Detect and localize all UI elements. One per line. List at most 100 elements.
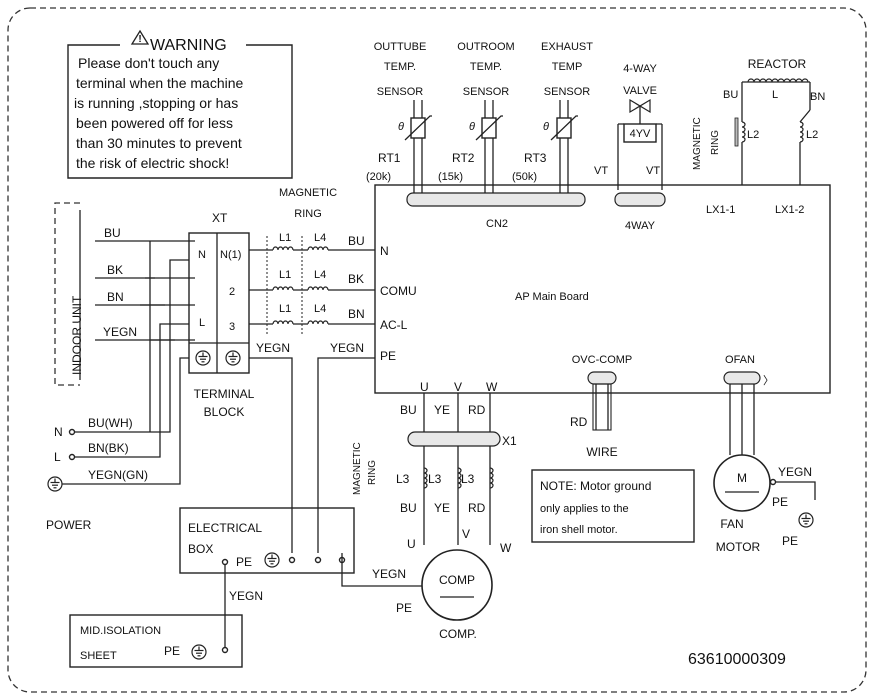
indoor-unit-label: INDOOR UNIT [70, 295, 84, 375]
outroom-sensor-label: OUTROOM TEMP. SENSOR [457, 41, 514, 98]
svg-text:L1: L1 [279, 303, 291, 315]
svg-text:MID.ISOLATION: MID.ISOLATION [80, 625, 161, 637]
indoor-unit: INDOOR UNIT BU BK BN YEGN [54, 202, 195, 386]
svg-text:PE: PE [164, 644, 180, 658]
warning-title: WARNING [150, 37, 227, 54]
svg-text:SENSOR: SENSOR [377, 86, 424, 98]
svg-text:M: M [737, 471, 747, 485]
note-box: NOTE: Motor ground only applies to the i… [531, 469, 695, 543]
pe-wire-label: YEGN [330, 341, 364, 355]
svg-text:V: V [454, 380, 462, 394]
svg-text:θ: θ [543, 121, 549, 133]
svg-text:BN(BK): BN(BK) [88, 441, 129, 455]
diagram-border [7, 7, 867, 693]
four-way-valve: 4-WAY VALVE 4YV VT VT 4WAY [594, 63, 666, 232]
warning-line-6: the risk of electric shock! [76, 155, 229, 171]
svg-text:FAN: FAN [720, 517, 743, 531]
svg-text:L2: L2 [747, 129, 759, 141]
svg-text:MAGNETIC: MAGNETIC [692, 117, 703, 170]
svg-text:PE: PE [236, 555, 252, 569]
svg-text:θ: θ [398, 121, 404, 133]
svg-text:COMP.: COMP. [439, 627, 477, 641]
svg-text:RT3: RT3 [524, 151, 547, 165]
warning-line-3: is running ,stopping or has [74, 95, 238, 111]
cn2-connector [406, 192, 586, 207]
svg-text:BK: BK [107, 263, 123, 277]
svg-text:BU: BU [104, 226, 121, 240]
svg-text:L: L [772, 89, 778, 101]
svg-text:YE: YE [434, 403, 450, 417]
svg-text:W: W [486, 380, 498, 394]
mid-isolation-sheet: MID.ISOLATION SHEET PE [69, 614, 243, 668]
svg-text:SENSOR: SENSOR [544, 86, 591, 98]
svg-text:PE: PE [782, 534, 798, 548]
svg-text:L1: L1 [279, 232, 291, 244]
svg-text:N: N [198, 249, 206, 261]
svg-text:COMP: COMP [439, 573, 475, 587]
cn2-label: CN2 [486, 218, 508, 230]
svg-text:L4: L4 [314, 232, 326, 244]
svg-text:OFAN: OFAN [725, 354, 755, 366]
svg-text:2: 2 [229, 286, 235, 298]
svg-text:WIRE: WIRE [586, 445, 617, 459]
svg-text:XT: XT [212, 211, 228, 225]
svg-text:(20k): (20k) [366, 171, 391, 183]
pin-comu: COMU [380, 284, 417, 298]
pin-ac-l: AC-L [380, 318, 408, 332]
warning-line-1: Please don't touch any [78, 55, 219, 71]
valve-icon [629, 98, 651, 114]
svg-text:VT: VT [594, 165, 608, 177]
svg-text:RT1: RT1 [378, 151, 401, 165]
svg-text:3: 3 [229, 321, 235, 333]
svg-text:BN: BN [348, 307, 365, 321]
svg-text:BU: BU [723, 89, 738, 101]
part-number: 63610000309 [688, 651, 786, 668]
svg-text:OUTTUBE: OUTTUBE [374, 41, 427, 53]
svg-text:L3: L3 [396, 472, 410, 486]
svg-text:MAGNETIC: MAGNETIC [352, 442, 363, 495]
svg-text:TEMP.: TEMP. [384, 61, 416, 73]
svg-text:4-WAY: 4-WAY [623, 63, 657, 75]
svg-text:BU: BU [400, 501, 417, 515]
warning-line-5: than 30 minutes to prevent [76, 135, 242, 151]
compressor-wiring: U V W BU YE RD X1 MAGNETIC RING L3 L3 L3… [341, 380, 517, 641]
svg-text:OUTROOM: OUTROOM [457, 41, 514, 53]
svg-text:(15k): (15k) [438, 171, 463, 183]
svg-text:L4: L4 [314, 303, 326, 315]
svg-text:RD: RD [468, 403, 486, 417]
svg-text:4YV: 4YV [630, 128, 651, 140]
svg-text:ELECTRICAL: ELECTRICAL [188, 521, 262, 535]
svg-text:YEGN: YEGN [229, 589, 263, 603]
svg-text:YE: YE [434, 501, 450, 515]
svg-text:YEGN: YEGN [778, 465, 812, 479]
svg-text:W: W [500, 541, 512, 555]
svg-text:MAGNETIC: MAGNETIC [279, 187, 337, 199]
pin-pe: PE [380, 349, 396, 363]
rt3-thermistor: θ RT3 (50k) [512, 100, 578, 195]
svg-text:BN: BN [107, 290, 124, 304]
svg-text:RT2: RT2 [452, 151, 475, 165]
svg-text:L3: L3 [461, 472, 475, 486]
svg-text:L4: L4 [314, 269, 326, 281]
svg-text:BLOCK: BLOCK [204, 405, 245, 419]
ovc-comp: OVC-COMP RD WIRE [570, 354, 632, 459]
warning-line-2: terminal when the machine [76, 75, 244, 91]
svg-text:L3: L3 [428, 472, 442, 486]
electrical-box: ELECTRICAL BOX PE YEGN [179, 507, 355, 648]
svg-text:BK: BK [348, 272, 364, 286]
svg-text:iron shell motor.: iron shell motor. [540, 524, 618, 536]
svg-text:RING: RING [367, 460, 378, 485]
reactor: REACTOR L BU BN L2 L2 MAGNETIC RING LX1-… [692, 57, 825, 216]
svg-text:MOTOR: MOTOR [716, 540, 761, 554]
svg-text:NOTE: Motor ground: NOTE: Motor ground [540, 479, 651, 493]
svg-text:N: N [54, 425, 63, 439]
warning-icon [130, 29, 150, 45]
svg-text:BN: BN [810, 91, 825, 103]
power-input: N L BU(WH) BN(BK) YEGN(GN) POWER [46, 241, 189, 532]
outtube-sensor-label: OUTTUBE TEMP. SENSOR [374, 41, 427, 98]
exhaust-sensor-label: EXHAUST TEMP SENSOR [541, 41, 593, 98]
svg-text:L: L [199, 317, 205, 329]
svg-text:LX1-2: LX1-2 [775, 204, 804, 216]
svg-text:(50k): (50k) [512, 171, 537, 183]
rt1-thermistor: θ RT1 (20k) [366, 100, 432, 195]
